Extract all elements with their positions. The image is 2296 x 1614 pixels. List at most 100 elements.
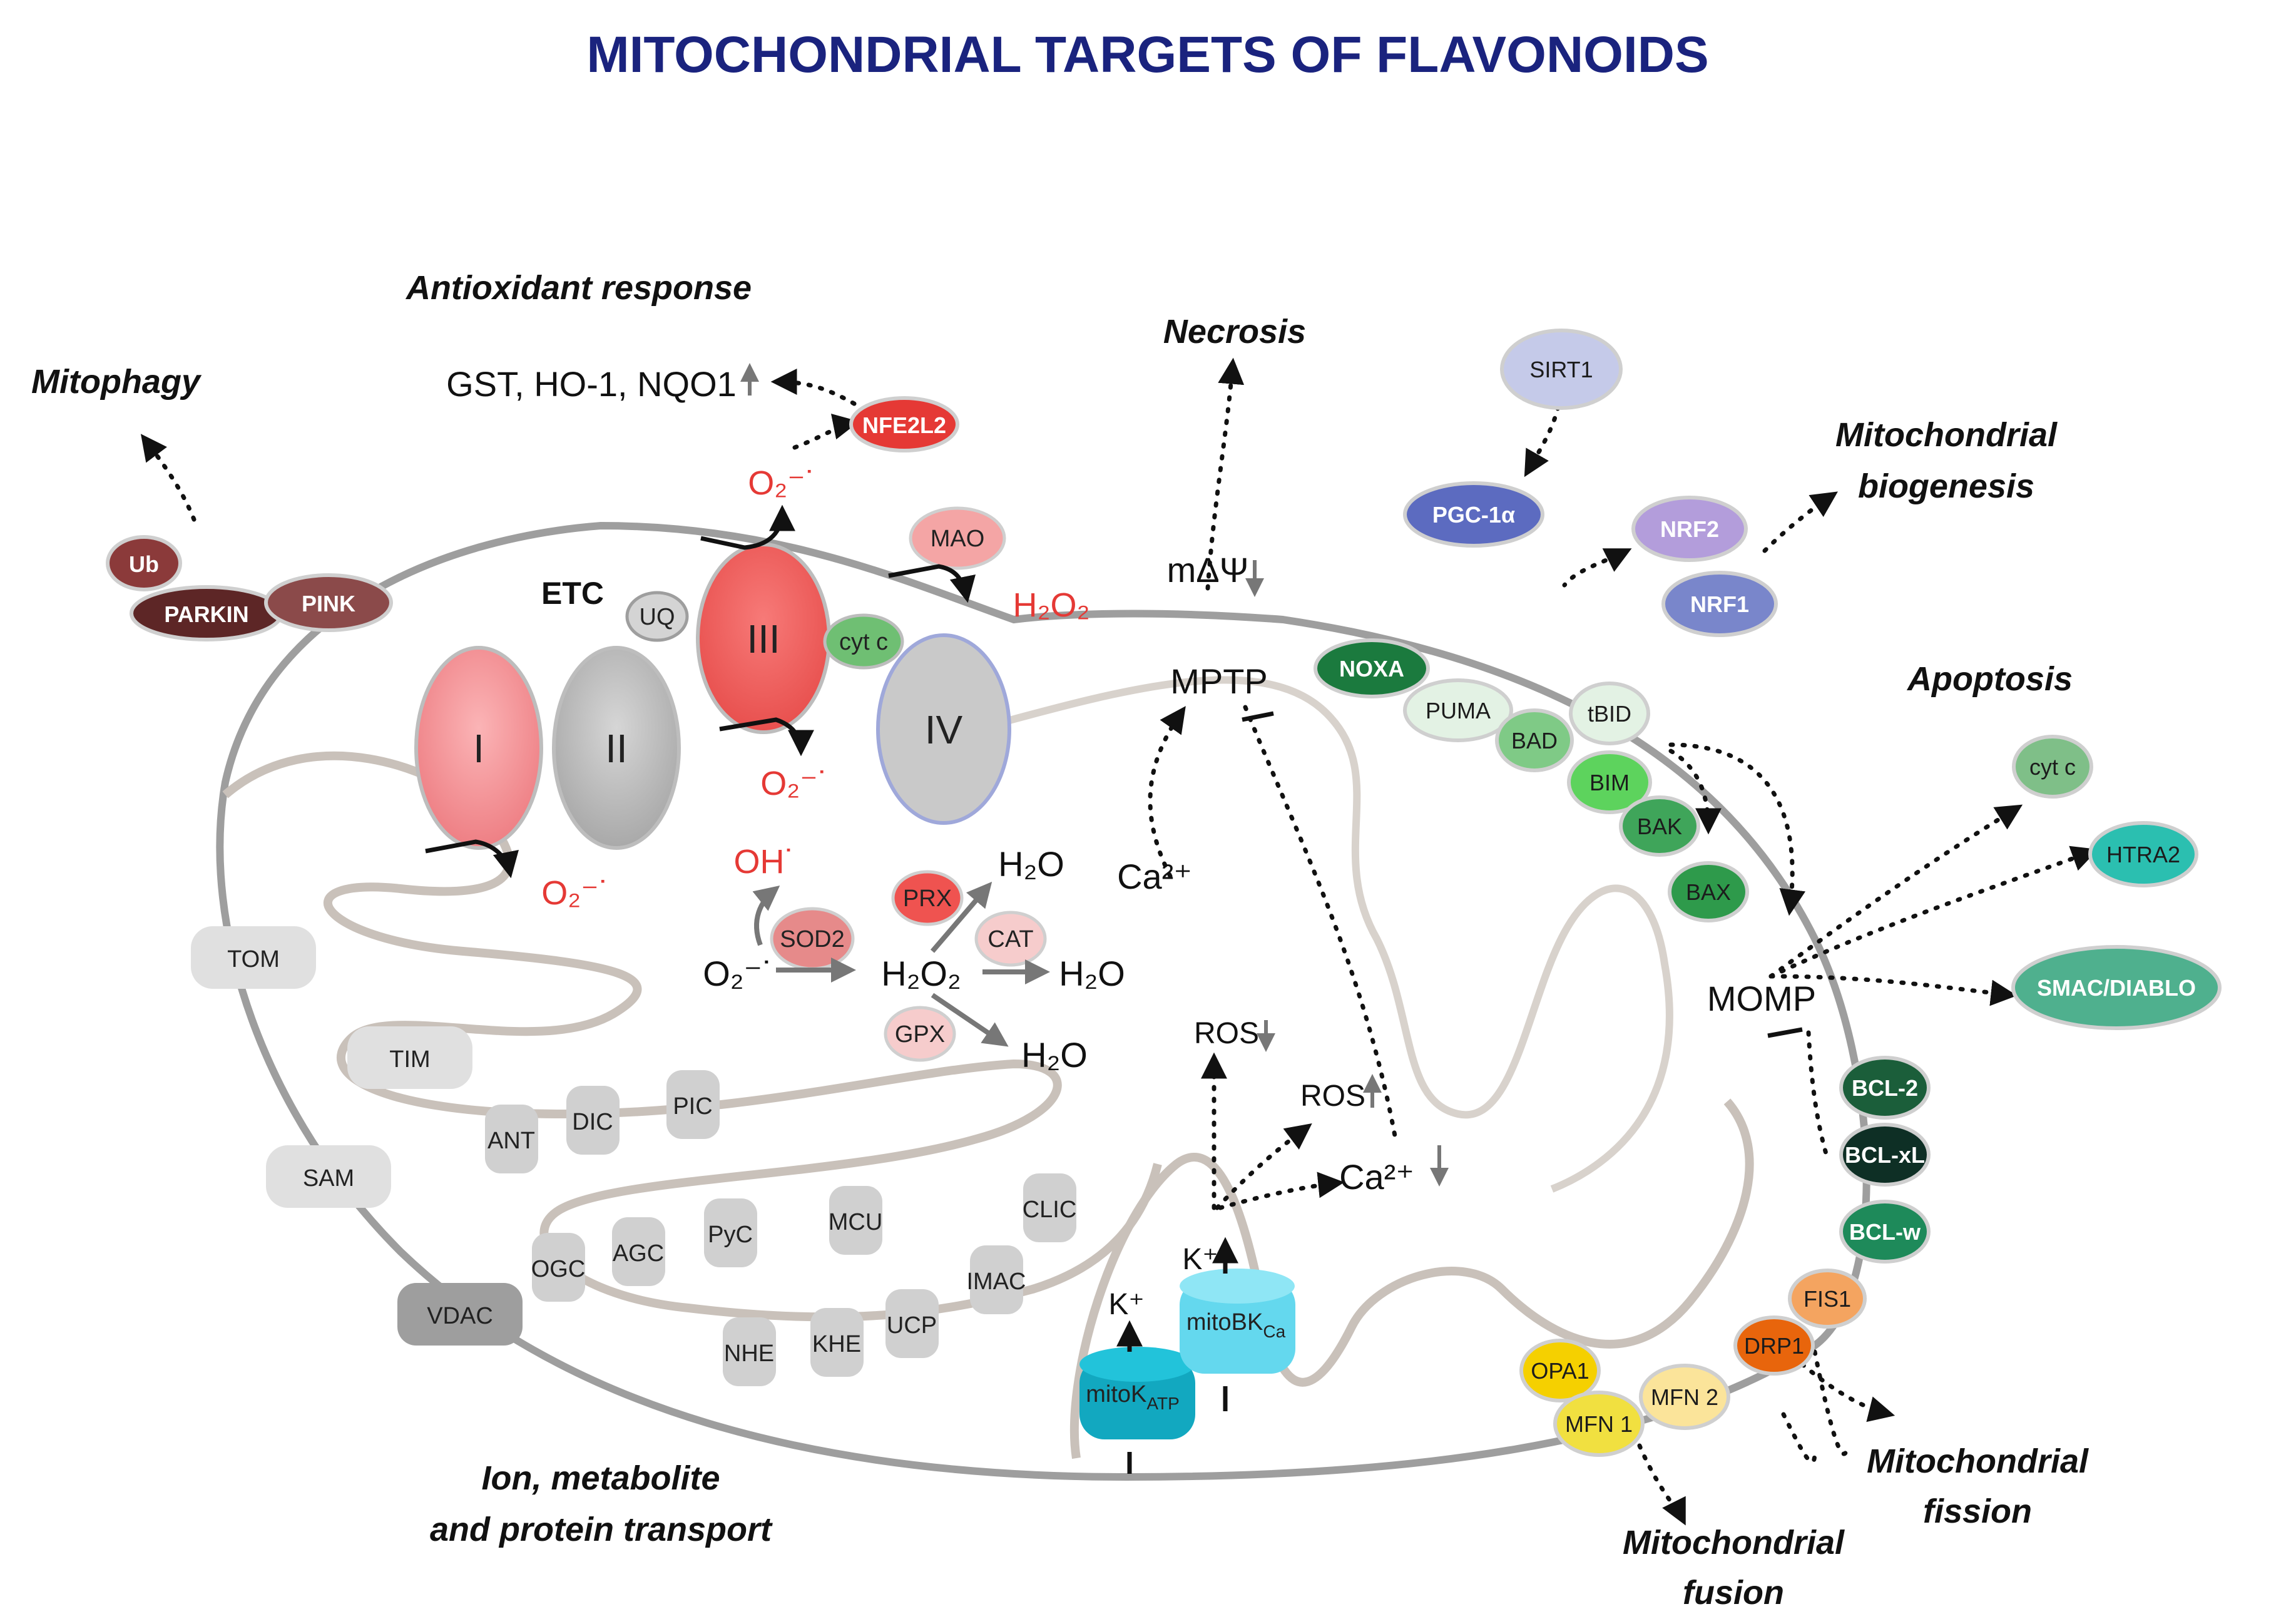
complex-IV[interactable]: IV [876,633,1011,825]
potassium-bkca: K⁺ [1182,1243,1218,1276]
dic-transporter[interactable]: DIC [566,1086,620,1155]
pic-label: PIC [673,1093,712,1120]
mao-protein[interactable]: MAO [909,506,1006,570]
mcu-transporter[interactable]: MCU [829,1186,883,1255]
complex-III-label: III [747,616,780,661]
clic-transporter[interactable]: CLIC [1023,1173,1077,1242]
potassium-arrows [1116,1237,1238,1474]
agc-transporter[interactable]: AGC [612,1217,665,1286]
bclw-label: BCL-w [1849,1219,1921,1245]
cat-label: CAT [987,926,1033,953]
gpx-enzyme[interactable]: GPX [884,1006,956,1062]
sirt1-label: SIRT1 [1529,357,1593,382]
h2o2-center: H₂O₂ [881,954,961,993]
antioxidant-genes: GST, HO-1, NQO1 [446,364,737,404]
nfe2l2-protein[interactable]: NFE2L2 [849,396,959,452]
ucp-transporter[interactable]: UCP [885,1289,939,1358]
hydroxyl-radical: OH˙ [734,843,796,881]
pgc1a-protein[interactable]: PGC-1α [1403,481,1544,548]
htra2-label: HTRA2 [2106,842,2180,867]
section-necrosis: Necrosis [1163,313,1306,350]
vdac-label: VDAC [427,1303,493,1329]
uq-label: UQ [640,604,675,630]
mitobkca-label: mitoBKCa [1186,1309,1286,1341]
clic-label: CLIC [1023,1197,1077,1223]
sam-transporter[interactable]: SAM [266,1145,391,1208]
sod2-enzyme[interactable]: SOD2 [770,907,855,971]
section-fusion-line2: fusion [1683,1574,1784,1611]
dotted-arrows [140,357,2098,1526]
pgc1a-label: PGC-1α [1432,502,1515,528]
complex-I[interactable]: I [414,646,543,850]
cat-enzyme[interactable]: CAT [974,911,1047,967]
imac-transporter[interactable]: IMAC [967,1245,1026,1314]
complex-II-label: II [605,726,628,771]
nrf1-protein[interactable]: NRF1 [1661,571,1778,637]
noxa-protein[interactable]: NOXA [1314,638,1430,698]
mfn1-label: MFN 1 [1565,1411,1633,1437]
h2o-gpx-product: H₂O [1021,1035,1088,1075]
pic-transporter[interactable]: PIC [666,1070,720,1139]
cytc-released[interactable]: cyt c [2012,735,2093,799]
calcium-mptp: Ca²⁺ [1117,857,1192,896]
drp1-label: DRP1 [1744,1333,1804,1359]
complex-II[interactable]: II [552,646,681,850]
puma-protein[interactable]: PUMA [1403,678,1513,742]
pink-protein[interactable]: PINK [264,573,393,632]
bad-protein[interactable]: BAD [1495,708,1574,772]
parkin-protein[interactable]: PARKIN [130,585,283,641]
tim-label: TIM [389,1046,430,1073]
pyc-label: PyC [708,1222,753,1248]
superoxide-top: O₂⁻˙ [748,464,816,502]
uq-carrier[interactable]: UQ [625,591,689,642]
mao-label: MAO [931,526,985,552]
mitokatp-channel[interactable]: mitoKATP [1079,1347,1195,1439]
drp1-protein[interactable]: DRP1 [1733,1315,1815,1376]
complex-IV-label: IV [925,707,963,752]
puma-label: PUMA [1426,698,1491,723]
prx-enzyme[interactable]: PRX [891,870,964,926]
inner-membrane-cristae-lower [1070,1098,1754,1459]
cytc-released-label: cyt c [2029,754,2076,780]
opa1-label: OPA1 [1531,1358,1589,1384]
tim-transporter[interactable]: TIM [347,1026,472,1089]
smac-diablo-protein[interactable]: SMAC/DIABLO [2011,945,2222,1030]
mitobkca-channel[interactable]: mitoBKCa [1180,1269,1295,1374]
pyc-transporter[interactable]: PyC [704,1198,757,1267]
ogc-transporter[interactable]: OGC [531,1233,586,1302]
cytc-carrier[interactable]: cyt c [823,613,904,670]
sirt1-protein[interactable]: SIRT1 [1500,329,1623,410]
nfe2l2-label: NFE2L2 [862,412,946,438]
ant-transporter[interactable]: ANT [485,1105,538,1173]
mfn2-protein[interactable]: MFN 2 [1639,1364,1730,1430]
prx-label: PRX [903,886,952,912]
opa1-protein[interactable]: OPA1 [1519,1339,1601,1402]
bcl2-protein[interactable]: BCL-2 [1839,1056,1931,1120]
tbid-protein[interactable]: tBID [1569,682,1650,745]
section-fission-line2: fission [1923,1493,2032,1530]
nhe-transporter[interactable]: NHE [723,1317,776,1386]
ub-protein[interactable]: Ub [106,535,182,591]
khe-transporter[interactable]: KHE [810,1308,864,1377]
fis1-protein[interactable]: FIS1 [1788,1269,1867,1329]
ros-down-label: ROS [1194,1017,1259,1050]
nrf2-protein[interactable]: NRF2 [1631,496,1748,562]
complex-III[interactable]: III [696,543,831,734]
bclw-protein[interactable]: BCL-w [1839,1200,1931,1264]
mcu-label: MCU [829,1209,883,1235]
inner-membrane-cristae-right [987,676,1673,1193]
tom-transporter[interactable]: TOM [191,926,316,989]
vdac-transporter[interactable]: VDAC [397,1283,523,1346]
bak-protein[interactable]: BAK [1619,795,1700,857]
superoxide-complex-I: O₂⁻˙ [541,874,610,912]
mfn1-protein[interactable]: MFN 1 [1553,1391,1645,1457]
etc-ros-arrows [425,504,976,879]
h2o-prx-product: H₂O [998,844,1064,884]
bad-label: BAD [1511,728,1558,753]
bclxl-protein[interactable]: BCL-xL [1839,1123,1931,1187]
bax-protein[interactable]: BAX [1668,861,1749,922]
section-antioxidant-response: Antioxidant response [405,269,752,307]
bim-protein[interactable]: BIM [1567,750,1652,814]
htra2-protein[interactable]: HTRA2 [2088,821,2198,887]
superoxide-complex-III: O₂⁻˙ [760,765,829,802]
